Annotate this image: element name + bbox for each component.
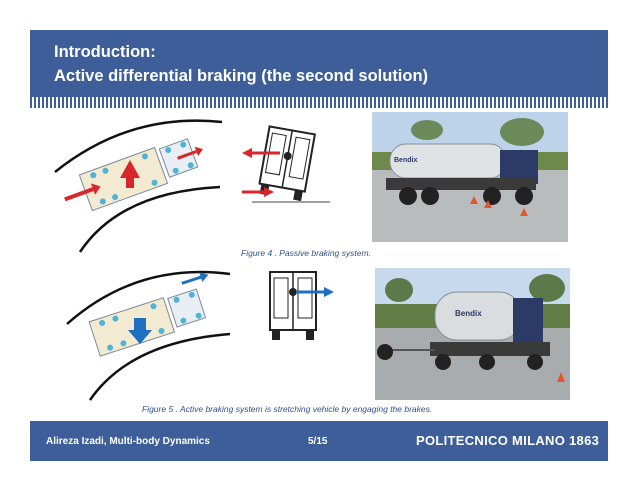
fig5-truck-photo: Bendix (375, 268, 570, 400)
footer-page-number: 5/15 (308, 436, 328, 447)
fig4-caption: Figure 4 . Passive braking system. (241, 248, 371, 258)
fig4-rear-view-diagram (242, 125, 330, 203)
slide-footer: Alireza Izadi, Multi-body Dynamics 5/15 … (30, 421, 608, 461)
fig4-photo-tank-label: Bendix (394, 157, 417, 164)
fig5-road-diagram (66, 270, 231, 401)
title-line-1: Introduction: (54, 43, 156, 61)
footer-logo: POLITECNICO MILANO 1863 (416, 433, 600, 448)
title-line-2: Active differential braking (the second … (54, 67, 429, 85)
slide-title: Introduction: Active differential brakin… (54, 40, 428, 88)
fig4-truck-photo: Bendix (372, 112, 568, 242)
header-stripe (30, 97, 608, 108)
fig5-photo-tank-label: Bendix (455, 309, 482, 318)
fig4-road-diagram (54, 119, 223, 253)
fig5-caption: Figure 5 . Active braking system is stre… (142, 404, 433, 414)
slide-header: Introduction: Active differential brakin… (30, 30, 608, 98)
footer-author: Alireza Izadi, Multi-body Dynamics (46, 436, 210, 447)
fig5-rear-view-diagram (269, 271, 334, 340)
